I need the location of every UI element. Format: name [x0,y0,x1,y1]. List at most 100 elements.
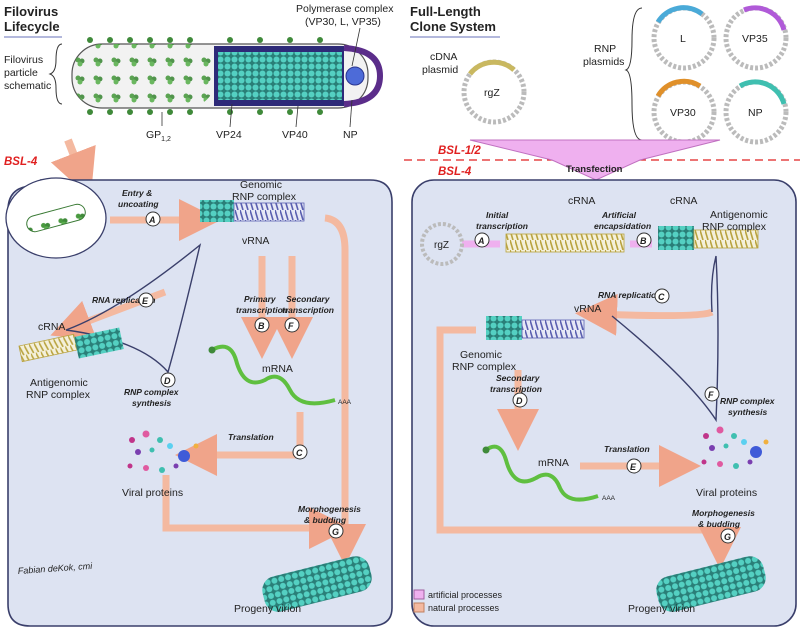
bsl12-label: BSL-1/2 [438,145,481,157]
left-progeny-virion [262,556,372,612]
secondary-line1: Secondary [286,294,331,304]
transfection-funnel [469,139,721,181]
left-mrna-strand [211,344,336,406]
svg-text:VP35: VP35 [742,33,768,45]
svg-text:B: B [640,236,647,246]
svg-text:C: C [658,292,665,302]
right-title-line1: Full-Length [410,4,481,19]
right-vrna-label: vRNA [574,303,601,315]
legend-natural-swatch [413,602,425,613]
svg-text:D: D [164,376,171,386]
left-genomic-line2: RNP complex [232,191,297,203]
cell-rgz-plasmid [420,222,464,266]
svg-text:F: F [288,321,294,331]
left-antigenomic-line2: RNP complex [26,389,91,401]
cdna-rgz-label: rgZ [484,87,500,99]
cell-rgz-label: rgZ [434,240,449,251]
right-morph-line1: Morphogenesis [692,508,755,518]
right-mrna-label: mRNA [538,457,569,469]
rnp-plasmid-np: NP [723,79,789,145]
svg-text:NP: NP [748,107,763,119]
left-crna-label: cRNA [38,321,65,333]
secondary-line2: transcription [282,305,334,315]
left-mrna-label: mRNA [262,363,293,375]
right-host-cell [411,179,797,627]
gp-label: GP1,2 [146,129,171,143]
artificial-line2: encapsidation [594,221,651,231]
legend-natural-label: natural processes [428,603,500,613]
left-genomic-line1: Genomic [240,179,282,191]
entering-virion [26,203,86,233]
left-viral-proteins-cluster [127,430,199,473]
cdna-label-line1: cDNA [430,51,457,63]
primary-line1: Primary [244,294,277,304]
schematic-label-line3: schematic [4,80,51,92]
left-morph-line2: & budding [304,515,347,525]
right-genomic-line1: Genomic [460,349,502,361]
left-aaa-label: AAA [338,399,352,406]
right-morph-line2: & budding [698,519,741,529]
right-rna-replication-label: RNA replication [598,290,661,300]
schematic-label-line1: Filovirus [4,54,43,66]
right-progeny-virion [656,556,766,612]
right-genomic-line2: RNP complex [452,361,517,373]
left-panel: Filovirus Lifecycle Filovirus particle s… [4,3,394,627]
right-viral-proteins-label: Viral proteins [696,487,757,499]
rnp-plasmids-line1: RNP [594,43,616,55]
right-crna-label-1: cRNA [568,195,595,207]
right-title-line2: Clone System [410,19,496,34]
right-rnp-synth-line2: synthesis [728,407,767,417]
entry-label-line1: Entry & [122,188,152,198]
right-translation-label: Translation [604,444,650,454]
polymerase-label-line2: (VP30, L, VP35) [305,16,381,28]
left-translation-label: Translation [228,432,274,442]
rnp-plasmid-vp35: VP35 [723,5,789,71]
left-rnp-synth-line2: synthesis [132,398,171,408]
left-progeny-label: Progeny virion [234,603,301,615]
right-crna-label-2: cRNA [670,195,697,207]
left-replication-loop [65,243,202,374]
right-genomic-teal [486,316,522,340]
svg-text:VP30: VP30 [670,107,696,119]
entry-label-line2: uncoating [118,199,159,209]
np-sphere [345,66,365,86]
vp40-label: VP40 [282,129,308,141]
right-bsl4-label: BSL-4 [438,166,472,178]
right-replication-loop [611,255,719,423]
transfection-label: Transfection [566,164,623,175]
right-antigenomic-coil [693,229,759,249]
primary-line2: transcription [236,305,288,315]
svg-text:B: B [258,321,265,331]
right-panel: Full-Length Clone System cDNA plasmid rg… [404,4,800,627]
schematic-brace [48,43,63,105]
legend-artificial-swatch [413,589,425,600]
rnp-plasmids-brace [624,7,643,141]
right-step-badges: A B C D E F G [474,232,736,544]
left-title-line1: Filovirus [4,4,58,19]
right-antigenomic-line1: Antigenomic [710,209,768,221]
rnp-plasmid-vp30: VP30 [651,78,717,145]
right-viral-proteins-cluster [701,426,769,469]
schematic-label-line2: particle [4,67,38,79]
left-morph-line1: Morphogenesis [298,504,361,514]
left-rnp-synth-line1: RNP complex [124,387,180,397]
right-aaa-label: AAA [602,495,616,502]
left-title-line2: Lifecycle [4,19,60,34]
right-antigenomic-teal [658,226,694,250]
right-genomic-coil [521,319,585,339]
polymerase-leader [351,27,361,67]
right-antigenomic-line2: RNP complex [702,221,767,233]
initial-line2: transcription [476,221,528,231]
svg-text:L: L [680,33,686,45]
polymerase-label-line1: Polymerase complex [296,3,394,15]
left-antigenomic-line1: Antigenomic [30,377,88,389]
cdna-label-line2: plasmid [422,64,458,76]
right-progeny-label: Progeny virion [628,603,695,615]
right-crna-coil [505,233,625,253]
left-bsl4-label: BSL-4 [4,156,38,168]
svg-text:E: E [142,296,149,306]
svg-text:A: A [477,236,485,246]
left-genomic-rnp-coil [233,202,305,222]
svg-text:G: G [724,532,731,542]
